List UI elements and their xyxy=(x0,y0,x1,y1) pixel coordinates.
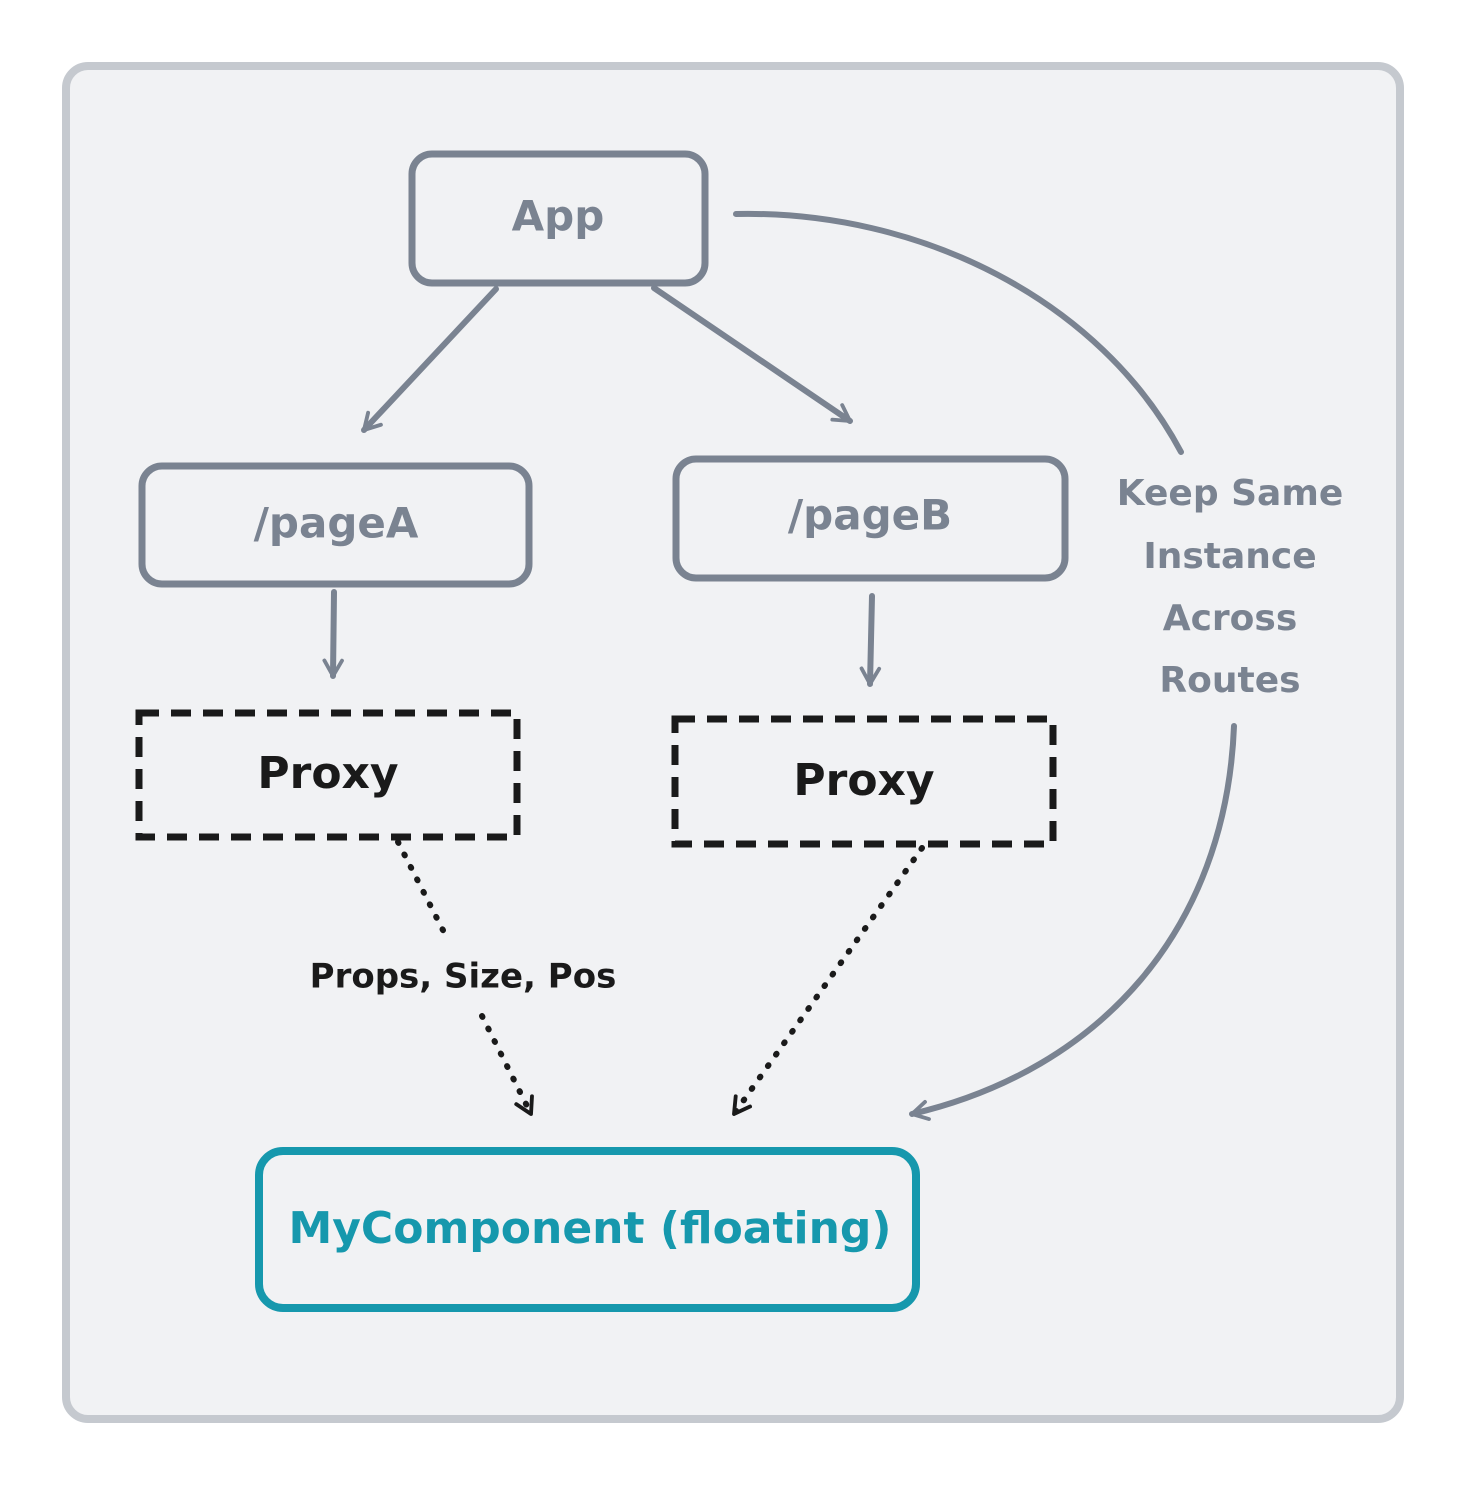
edge-label-props: Props, Size, Pos xyxy=(310,957,617,997)
edge-pageb-to-proxyb xyxy=(859,593,882,687)
node-pageb: /pageB xyxy=(672,455,1069,582)
edge-app-to-pagea xyxy=(361,286,499,433)
diagram-frame xyxy=(62,62,1404,1423)
node-app: App xyxy=(408,150,709,287)
keep-label-line-1: Keep Same xyxy=(1117,473,1344,514)
node-app-label: App xyxy=(512,192,605,241)
node-pagea: /pageA xyxy=(138,462,533,588)
edge-pagea-to-proxya xyxy=(322,589,344,679)
edge-proxyb-to-component xyxy=(731,845,925,1117)
node-proxy-a-label: Proxy xyxy=(257,748,398,799)
node-component: MyComponent (floating) xyxy=(255,1147,920,1312)
edge-keep-instance-lower xyxy=(909,723,1237,1121)
edge-keep-instance-upper xyxy=(733,210,1184,455)
node-component-label: MyComponent (floating) xyxy=(288,1203,891,1254)
edge-proxya-to-component-lower xyxy=(479,1013,534,1117)
node-proxy-a: Proxy xyxy=(135,709,521,841)
keep-label-line-4: Routes xyxy=(1159,660,1300,701)
node-proxy-b-label: Proxy xyxy=(793,755,934,806)
node-pagea-label: /pageA xyxy=(254,499,419,548)
keep-label-line-3: Across xyxy=(1163,598,1298,639)
edge-proxya-to-component-upper xyxy=(395,839,451,943)
keep-label-line-2: Instance xyxy=(1143,536,1316,577)
node-pageb-label: /pageB xyxy=(788,491,952,540)
edge-app-to-pageb xyxy=(651,285,853,424)
node-proxy-b: Proxy xyxy=(671,715,1057,848)
edge-label-keep-instance: Keep Same Instance Across Routes xyxy=(1117,473,1344,701)
